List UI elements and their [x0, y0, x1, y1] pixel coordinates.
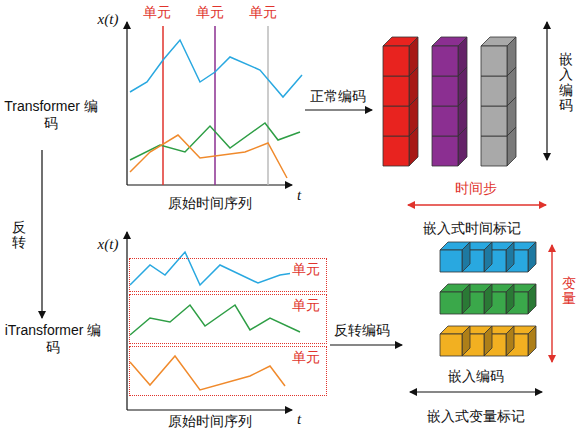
vertical-label: 反转	[12, 220, 26, 251]
text-label: 单元	[249, 4, 277, 21]
variable-band: 单元	[129, 346, 327, 396]
text-label: 嵌入编码	[448, 368, 504, 385]
band-label: 单元	[290, 349, 322, 366]
text-label: x(t)	[98, 10, 119, 28]
vertical-label: 变量	[562, 276, 576, 307]
text-label: 单元	[196, 4, 224, 21]
vertical-label: 嵌入编码	[559, 52, 573, 114]
text-label: 嵌入式时间标记	[423, 220, 521, 237]
text-label: t	[297, 410, 301, 428]
text-label: t	[297, 186, 301, 204]
variable-band: 单元	[129, 258, 327, 292]
text-label: 单元	[143, 4, 171, 21]
text-label: 时间步	[455, 180, 497, 197]
text-label: Transformer 编码	[3, 98, 99, 132]
text-label: iTransformer 编码	[3, 322, 103, 356]
variable-band: 单元	[129, 294, 327, 344]
text-label: 反转编码	[334, 322, 390, 339]
text-label: 原始时间序列	[168, 195, 252, 212]
text-label: 嵌入式变量标记	[427, 408, 525, 425]
band-label: 单元	[290, 261, 322, 278]
band-label: 单元	[290, 297, 322, 314]
text-label: x(t)	[98, 235, 119, 253]
text-label: 原始时间序列	[168, 413, 252, 430]
text-label: 正常编码	[310, 88, 366, 105]
